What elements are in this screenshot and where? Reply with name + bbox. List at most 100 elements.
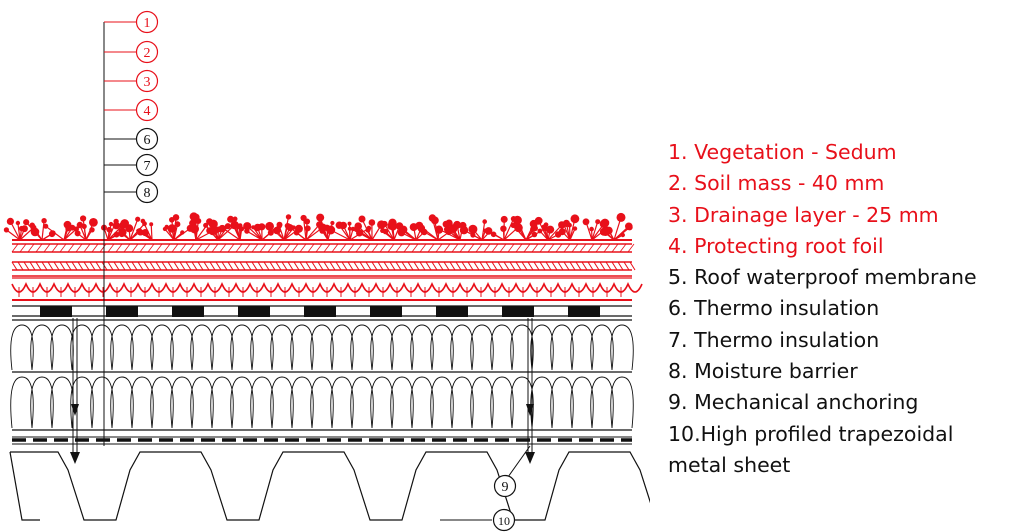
- drainage-layer: [11, 277, 643, 301]
- sedum-leaf: [162, 226, 167, 232]
- sedum-stem: [19, 227, 34, 241]
- sedum-plant: [510, 215, 548, 241]
- legend-item-5: 5. Roof waterproof membrane: [668, 265, 977, 290]
- sedum-leaf: [443, 226, 450, 232]
- sedum-leaf: [500, 215, 508, 223]
- sedum-plant: [220, 215, 245, 241]
- sedum-leaf: [389, 222, 397, 231]
- metal-sheet-profile: [10, 451, 650, 521]
- sedum-leaf: [74, 230, 81, 237]
- thermo-insulation-layers: [10, 319, 634, 431]
- sedum-leaf: [118, 230, 126, 238]
- sedum-leaf: [428, 214, 437, 222]
- sedum-leaf: [620, 232, 625, 238]
- sedum-stem: [217, 226, 234, 241]
- sedum-stem: [383, 223, 395, 241]
- sedum-stem: [382, 229, 395, 241]
- sedum-plant: [74, 215, 98, 241]
- sedum-leaf: [125, 224, 134, 233]
- sedum-stem: [438, 228, 461, 241]
- anchor-head: [71, 404, 79, 416]
- sedum-leaf: [365, 227, 371, 233]
- sedum-stem: [164, 228, 175, 241]
- sedum-stem: [287, 225, 307, 241]
- soil-mass-layer: [11, 243, 636, 277]
- sedum-leaf: [65, 226, 71, 232]
- sedum-leaf: [224, 223, 231, 230]
- sedum-plant: [265, 214, 303, 241]
- sedum-stem: [129, 218, 139, 241]
- sedum-plant: [23, 218, 56, 241]
- callout-number: 9: [502, 480, 509, 495]
- sedum-leaf: [330, 220, 335, 226]
- sedum-leaf: [368, 219, 376, 226]
- legend-item-7: 7. Thermo insulation: [668, 327, 880, 352]
- sedum-leaf: [357, 231, 363, 236]
- sedum-plant: [353, 215, 386, 241]
- sedum-leaf: [589, 226, 594, 232]
- callout-number: 1: [144, 16, 151, 31]
- callout-number: 3: [144, 75, 151, 90]
- sedum-leaf: [195, 218, 202, 224]
- sedum-leaf: [215, 226, 222, 233]
- sedum-leaf: [244, 228, 250, 234]
- metal-sheet-edge: [9, 451, 40, 521]
- sedum-leaf: [415, 221, 424, 230]
- sedum-leaf: [558, 228, 566, 236]
- sedum-stem: [348, 223, 351, 241]
- membrane-block: [568, 306, 600, 317]
- sedum-stem: [63, 228, 77, 241]
- sedum-stem: [591, 221, 599, 241]
- sedum-plant: [582, 218, 609, 241]
- membrane-block: [40, 306, 72, 317]
- callout-circle: [135, 40, 159, 64]
- sedum-leaf: [300, 214, 307, 222]
- sedum-stem: [503, 218, 515, 241]
- sedum-leaf: [180, 230, 185, 235]
- callout-circle: [135, 127, 159, 151]
- sedum-stem: [31, 224, 43, 241]
- sedum-stem: [246, 230, 263, 241]
- sedum-stem: [431, 217, 439, 241]
- sedum-leaf: [135, 216, 141, 222]
- sedum-leaf: [220, 225, 227, 232]
- legend-item-9: 9. Mechanical anchoring: [668, 390, 919, 415]
- sedum-leaf: [601, 227, 610, 236]
- sedum-leaf: [490, 231, 497, 238]
- membrane-block: [436, 306, 468, 317]
- sedum-stem: [481, 221, 486, 241]
- callout-circle: [135, 180, 159, 204]
- sedum-leaf: [265, 221, 274, 231]
- sedum-leaf: [546, 225, 555, 234]
- sedum-plant: [43, 220, 79, 241]
- sedum-plant: [599, 212, 633, 241]
- callout-3: 3: [135, 69, 159, 93]
- anchor-tip: [525, 452, 535, 464]
- sedum-leaf: [119, 222, 127, 230]
- sedum-leaf: [470, 232, 476, 238]
- sedum-leaf: [537, 228, 543, 234]
- callout-circle: [135, 153, 159, 177]
- sedum-leaf: [238, 223, 243, 228]
- sedum-leaf: [81, 223, 87, 229]
- sedum-stem: [17, 222, 21, 241]
- sedum-leaf: [203, 222, 209, 228]
- membrane-block: [370, 306, 402, 317]
- sedum-leaf: [21, 225, 28, 233]
- sedum-leaf: [445, 219, 453, 227]
- insulation-upper-loops: [10, 324, 634, 371]
- sedum-leaf: [232, 216, 238, 222]
- callout-circle: [492, 508, 516, 532]
- anchor: [525, 318, 535, 464]
- sedum-stem: [45, 225, 65, 241]
- sedum-leaf: [354, 222, 363, 230]
- sedum-leaf: [15, 220, 21, 226]
- legend-item-3: 3. Drainage layer - 25 mm: [668, 202, 939, 227]
- sedum-leaf: [76, 221, 84, 229]
- soil-hatch: [11, 261, 636, 271]
- callout-number: 6: [144, 133, 151, 148]
- sedum-leaf: [149, 222, 154, 227]
- sedum-leaf: [512, 215, 522, 225]
